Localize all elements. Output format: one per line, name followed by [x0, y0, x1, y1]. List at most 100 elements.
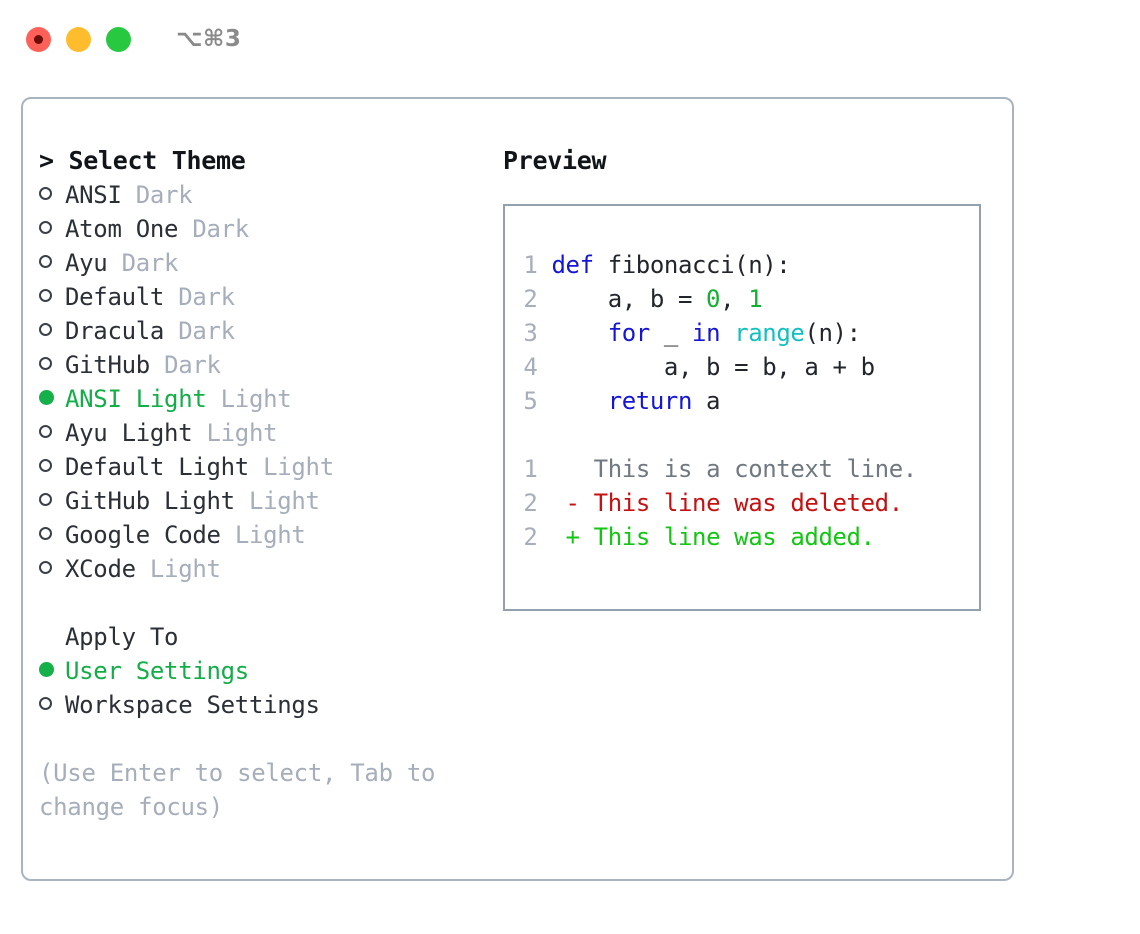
radio-unselected-icon[interactable]	[39, 416, 65, 450]
radio-unselected-icon[interactable]	[39, 688, 65, 722]
radio-mark	[39, 254, 52, 268]
theme-option-kind: Light	[263, 453, 334, 481]
theme-option-name: Ayu	[65, 249, 108, 277]
radio-unselected-icon[interactable]	[39, 314, 65, 348]
line-number: 2	[523, 285, 538, 313]
minimize-button-icon[interactable]	[66, 26, 91, 52]
radio-mark	[39, 696, 52, 710]
theme-option-kind: Dark	[178, 317, 235, 345]
line-number: 2	[523, 523, 538, 551]
theme-option-github-light[interactable]: GitHub Light Light	[39, 484, 503, 518]
radio-selected-icon[interactable]	[39, 382, 65, 416]
radio-unselected-icon[interactable]	[39, 246, 65, 280]
theme-option-xcode[interactable]: XCode Light	[39, 552, 503, 586]
preview-column: Preview 1 def fibonacci(n):2 a, b = 0, 1…	[503, 99, 1012, 879]
theme-option-kind: Light	[206, 419, 278, 447]
radio-unselected-icon[interactable]	[39, 348, 65, 382]
line-number: 1	[523, 251, 538, 279]
theme-option-atom-one[interactable]: Atom One Dark	[39, 212, 503, 246]
radio-unselected-icon[interactable]	[39, 280, 65, 314]
theme-option-kind: Light	[220, 385, 292, 413]
diff-line-deleted: 2 - This line was deleted.	[523, 486, 979, 520]
diff-marker	[566, 455, 580, 483]
apply-to-option-user-settings[interactable]: User Settings	[39, 654, 503, 688]
diff-text: This is a context line.	[593, 455, 918, 483]
recording-indicator-icon	[34, 34, 43, 44]
theme-option-name: GitHub	[65, 351, 150, 379]
radio-mark	[39, 356, 52, 370]
theme-option-ansi-light[interactable]: ANSI Light Light	[39, 382, 503, 416]
code-token-kw: for	[607, 319, 651, 347]
code-token-plain: a	[692, 387, 721, 415]
radio-mark	[39, 560, 52, 574]
theme-option-ayu-light[interactable]: Ayu Light Light	[39, 416, 503, 450]
theme-option-name: Atom One	[65, 215, 179, 243]
radio-unselected-icon[interactable]	[39, 552, 65, 586]
theme-option-dracula[interactable]: Dracula Dark	[39, 314, 503, 348]
theme-option-default-light[interactable]: Default Light Light	[39, 450, 503, 484]
diff-line-context: 1 This is a context line.	[523, 452, 979, 486]
line-number: 1	[523, 455, 538, 483]
diff-marker: -	[565, 489, 580, 517]
theme-option-kind: Light	[234, 521, 306, 549]
theme-option-name: Ayu Light	[65, 419, 193, 447]
radio-mark	[39, 492, 52, 506]
code-token-plain	[552, 319, 608, 347]
zoom-button-icon[interactable]	[106, 26, 131, 52]
theme-option-kind: Dark	[178, 283, 235, 311]
radio-mark	[39, 322, 52, 336]
radio-unselected-icon[interactable]	[39, 212, 65, 246]
radio-selected-icon[interactable]	[39, 654, 65, 688]
radio-mark	[39, 526, 52, 540]
title-bar: ⌥⌘3	[0, 0, 1140, 78]
theme-option-default[interactable]: Default Dark	[39, 280, 503, 314]
theme-option-name: Default Light	[65, 453, 249, 481]
code-line: 5 return a	[523, 384, 979, 418]
theme-option-name: ANSI	[65, 181, 122, 209]
code-line: 3 for _ in range(n):	[523, 316, 979, 350]
traffic-light-group	[26, 26, 131, 52]
code-token-plain: a, b =	[551, 285, 707, 313]
code-token-plain: fibonacci(n):	[593, 251, 791, 279]
radio-unselected-icon[interactable]	[39, 178, 65, 212]
code-token-num: 1	[748, 285, 763, 313]
theme-option-google-code[interactable]: Google Code Light	[39, 518, 503, 552]
radio-unselected-icon[interactable]	[39, 484, 65, 518]
radio-mark	[39, 661, 54, 677]
line-number: 4	[523, 353, 538, 381]
apply-to-option-label: Workspace Settings	[65, 691, 320, 719]
window-shortcut-label: ⌥⌘3	[176, 26, 242, 52]
diff-text: This line was deleted.	[593, 489, 903, 517]
radio-unselected-icon[interactable]	[39, 518, 65, 552]
radio-mark	[39, 186, 52, 200]
theme-option-ansi[interactable]: ANSI Dark	[39, 178, 503, 212]
theme-option-name: XCode	[65, 555, 136, 583]
code-token-kw: in	[692, 319, 721, 347]
theme-option-name: GitHub Light	[65, 487, 235, 515]
theme-option-github[interactable]: GitHub Dark	[39, 348, 503, 382]
preview-heading: Preview	[503, 146, 607, 175]
theme-option-name: ANSI Light	[65, 385, 207, 413]
apply-to-option-workspace-settings[interactable]: Workspace Settings	[39, 688, 503, 722]
close-button-icon[interactable]	[26, 26, 51, 52]
code-token-plain: a, b = b, a + b	[551, 353, 875, 381]
code-token-plain: ,	[720, 285, 749, 313]
line-number: 3	[523, 319, 538, 347]
theme-option-ayu[interactable]: Ayu Dark	[39, 246, 503, 280]
apply-to-option-label: User Settings	[65, 657, 249, 685]
theme-option-kind: Dark	[121, 249, 179, 277]
code-token-fn: range	[734, 319, 805, 347]
theme-option-name: Dracula	[65, 317, 165, 345]
radio-unselected-icon[interactable]	[39, 450, 65, 484]
apply-to-heading: Apply To	[65, 623, 179, 651]
theme-option-kind: Light	[248, 487, 320, 515]
radio-mark	[39, 389, 54, 405]
diff-text: This line was added.	[593, 523, 875, 551]
radio-mark	[39, 288, 52, 302]
